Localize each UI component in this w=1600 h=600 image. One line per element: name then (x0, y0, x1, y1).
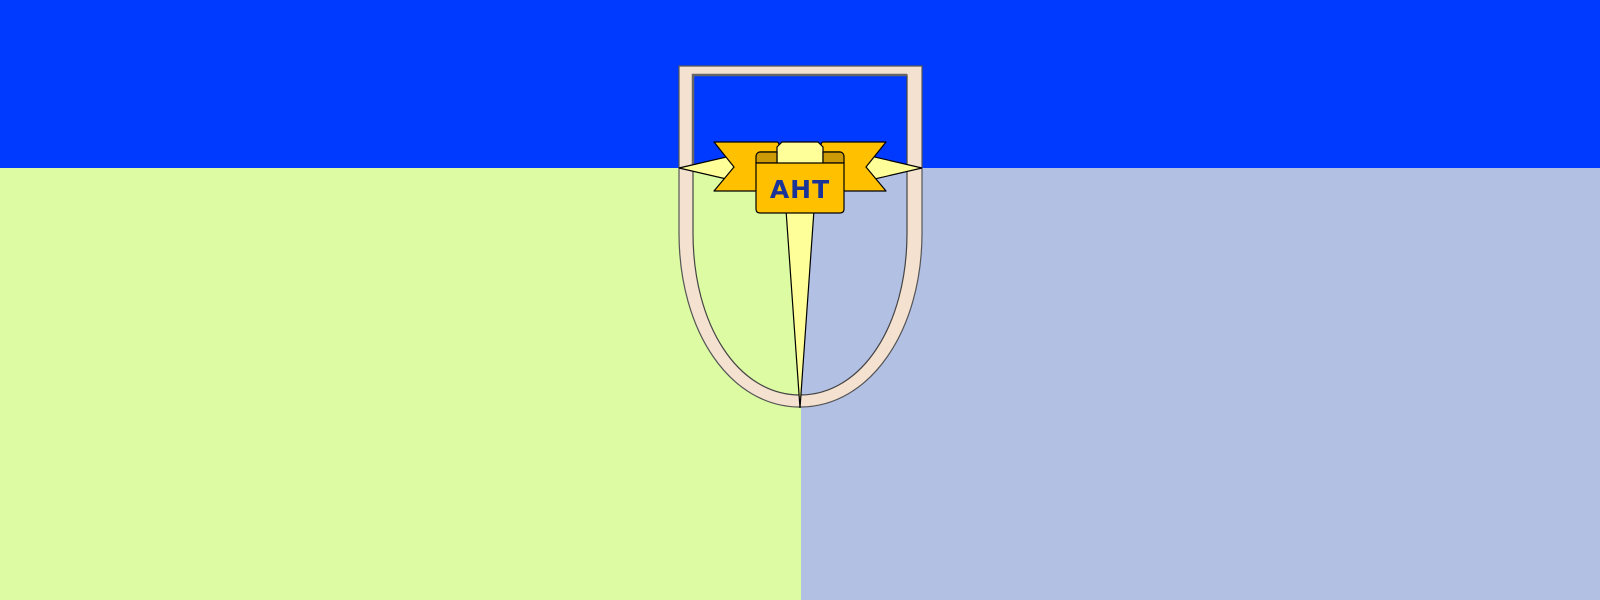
shield-inner-left (693, 168, 800, 395)
ribbon-banner (755, 162, 845, 214)
shield-inner-shadow (691, 73, 907, 168)
flag-bottom-left-field (0, 168, 801, 600)
ribbon-fold-right (822, 151, 845, 164)
ribbon-fold-left (755, 151, 778, 164)
flag-bottom-right-field (801, 168, 1600, 600)
emblem-label: AHT (770, 175, 830, 204)
emblem: AHT (678, 65, 923, 409)
shield-inner-right (800, 168, 907, 395)
